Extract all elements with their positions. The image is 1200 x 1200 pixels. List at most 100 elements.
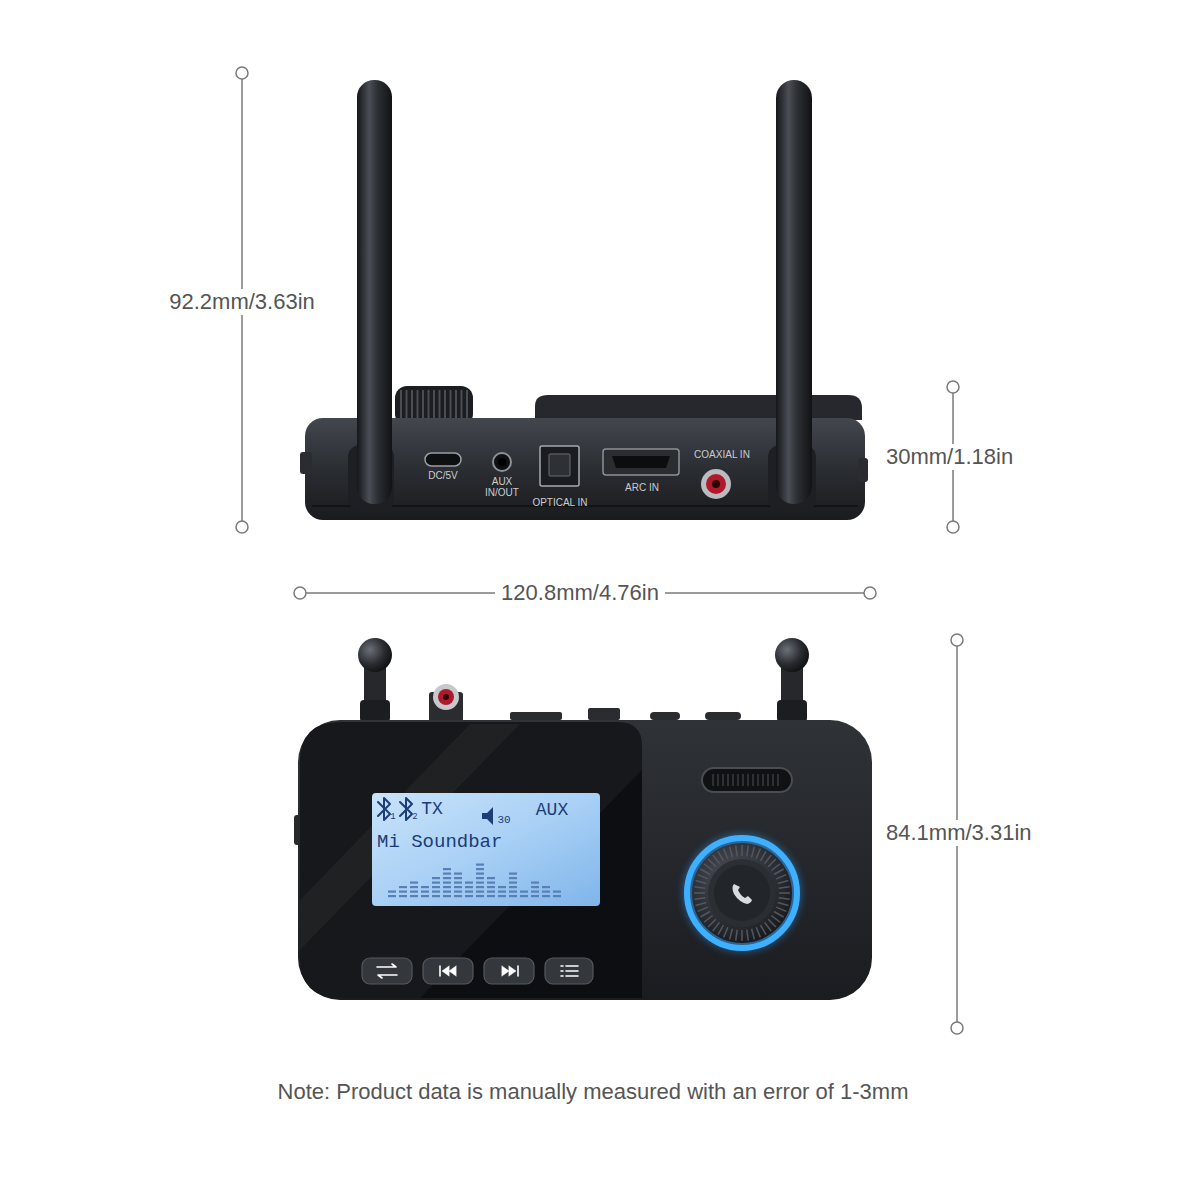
knob-tooth <box>708 859 716 867</box>
knob-tooth <box>765 922 772 931</box>
knob-tooth <box>779 892 790 894</box>
eq-bar <box>487 882 495 884</box>
eq-bar <box>542 891 550 893</box>
knob-ridge <box>450 390 452 418</box>
knob-tooth <box>778 903 789 906</box>
knob-tooth <box>747 930 748 941</box>
eq-bar <box>432 877 440 879</box>
eq-bar <box>421 891 429 893</box>
knob-tooth <box>741 930 743 941</box>
front-view <box>294 638 872 1000</box>
eq-bar <box>465 882 473 884</box>
port-label: ARC IN <box>625 482 659 494</box>
grille-slot <box>777 774 779 786</box>
dimension-label: Note: Product data is manually measured … <box>272 1079 915 1104</box>
eq-bar <box>421 886 429 888</box>
grille-slot <box>757 774 759 786</box>
eq-bar <box>410 891 418 893</box>
knob-ridge <box>439 390 441 418</box>
eq-bar <box>388 895 396 897</box>
eq-bar <box>476 873 484 875</box>
eq-bar <box>454 886 462 888</box>
knob-ridge <box>466 390 468 418</box>
knob-ridge <box>422 390 424 418</box>
eq-bar <box>432 886 440 888</box>
knob-tooth <box>700 869 710 875</box>
knob-tooth <box>776 875 786 879</box>
knob-tooth <box>756 849 760 859</box>
knob-ridge <box>406 390 408 418</box>
port-label: OPTICAL IN <box>532 497 587 509</box>
grille-slot <box>712 774 714 786</box>
eq-bar <box>443 886 451 888</box>
eq-bar <box>509 882 517 884</box>
dimension-label: 92.2mm/3.63in <box>163 289 321 314</box>
eq-bar <box>498 891 506 893</box>
eq-bar <box>443 877 451 879</box>
grille-slot <box>727 774 729 786</box>
knob-ridge <box>411 390 413 418</box>
eq-bar <box>454 873 462 875</box>
knob-tooth <box>774 869 784 875</box>
eq-bar <box>465 886 473 888</box>
eq-bar <box>553 895 561 897</box>
knob-tooth <box>771 916 780 923</box>
knob-ridge <box>433 390 435 418</box>
knob-tooth <box>756 927 760 937</box>
knob-tooth <box>765 855 772 864</box>
knob-tooth <box>736 845 737 856</box>
grille-slot <box>717 774 719 786</box>
knob-ridge <box>461 390 463 418</box>
eq-bar <box>443 895 451 897</box>
knob-tooth <box>779 887 790 888</box>
knob-tooth <box>698 875 708 879</box>
knob-ridge <box>455 390 457 418</box>
lcd-text: Mi Soundbar <box>377 832 502 854</box>
knob-tooth <box>768 919 776 927</box>
eq-bar <box>509 886 517 888</box>
eq-bar <box>487 891 495 893</box>
knob-tooth <box>761 851 767 861</box>
eq-bar <box>432 895 440 897</box>
eq-bar <box>454 895 462 897</box>
knob-tooth <box>771 864 780 871</box>
grille-slot <box>772 774 774 786</box>
eq-bar <box>399 891 407 893</box>
knob-tooth <box>761 925 767 935</box>
dimension-label: 120.8mm/4.76in <box>495 580 665 605</box>
back-view <box>300 80 868 520</box>
grille-slot <box>722 774 724 786</box>
eq-bar <box>454 882 462 884</box>
eq-bar <box>476 891 484 893</box>
knob-tooth <box>776 907 786 911</box>
lcd-text: 2 <box>412 812 417 822</box>
eq-bar <box>476 868 484 870</box>
dimension-label: 30mm/1.18in <box>880 444 1019 469</box>
knob-tooth <box>694 892 705 894</box>
eq-bar <box>443 882 451 884</box>
knob-tooth <box>718 851 724 861</box>
eq-bar <box>443 868 451 870</box>
eq-bar <box>410 895 418 897</box>
lcd-text: 1 <box>390 812 395 822</box>
knob-tooth <box>718 925 724 935</box>
eq-bar <box>531 882 539 884</box>
knob-tooth <box>768 859 776 867</box>
grille-slot <box>742 774 744 786</box>
knob-tooth <box>704 864 713 871</box>
eq-bar <box>487 877 495 879</box>
eq-bar <box>443 891 451 893</box>
eq-bar <box>487 895 495 897</box>
knob-tooth <box>694 898 705 899</box>
knob-tooth <box>700 912 710 918</box>
grille-slot <box>762 774 764 786</box>
knob-tooth <box>747 845 748 856</box>
knob-tooth <box>724 927 728 937</box>
lcd-text: TX <box>421 799 443 820</box>
port-label: DC/5V <box>428 470 457 482</box>
eq-bar <box>531 895 539 897</box>
knob-tooth <box>752 929 755 940</box>
eq-bar <box>531 891 539 893</box>
eq-bar <box>498 895 506 897</box>
